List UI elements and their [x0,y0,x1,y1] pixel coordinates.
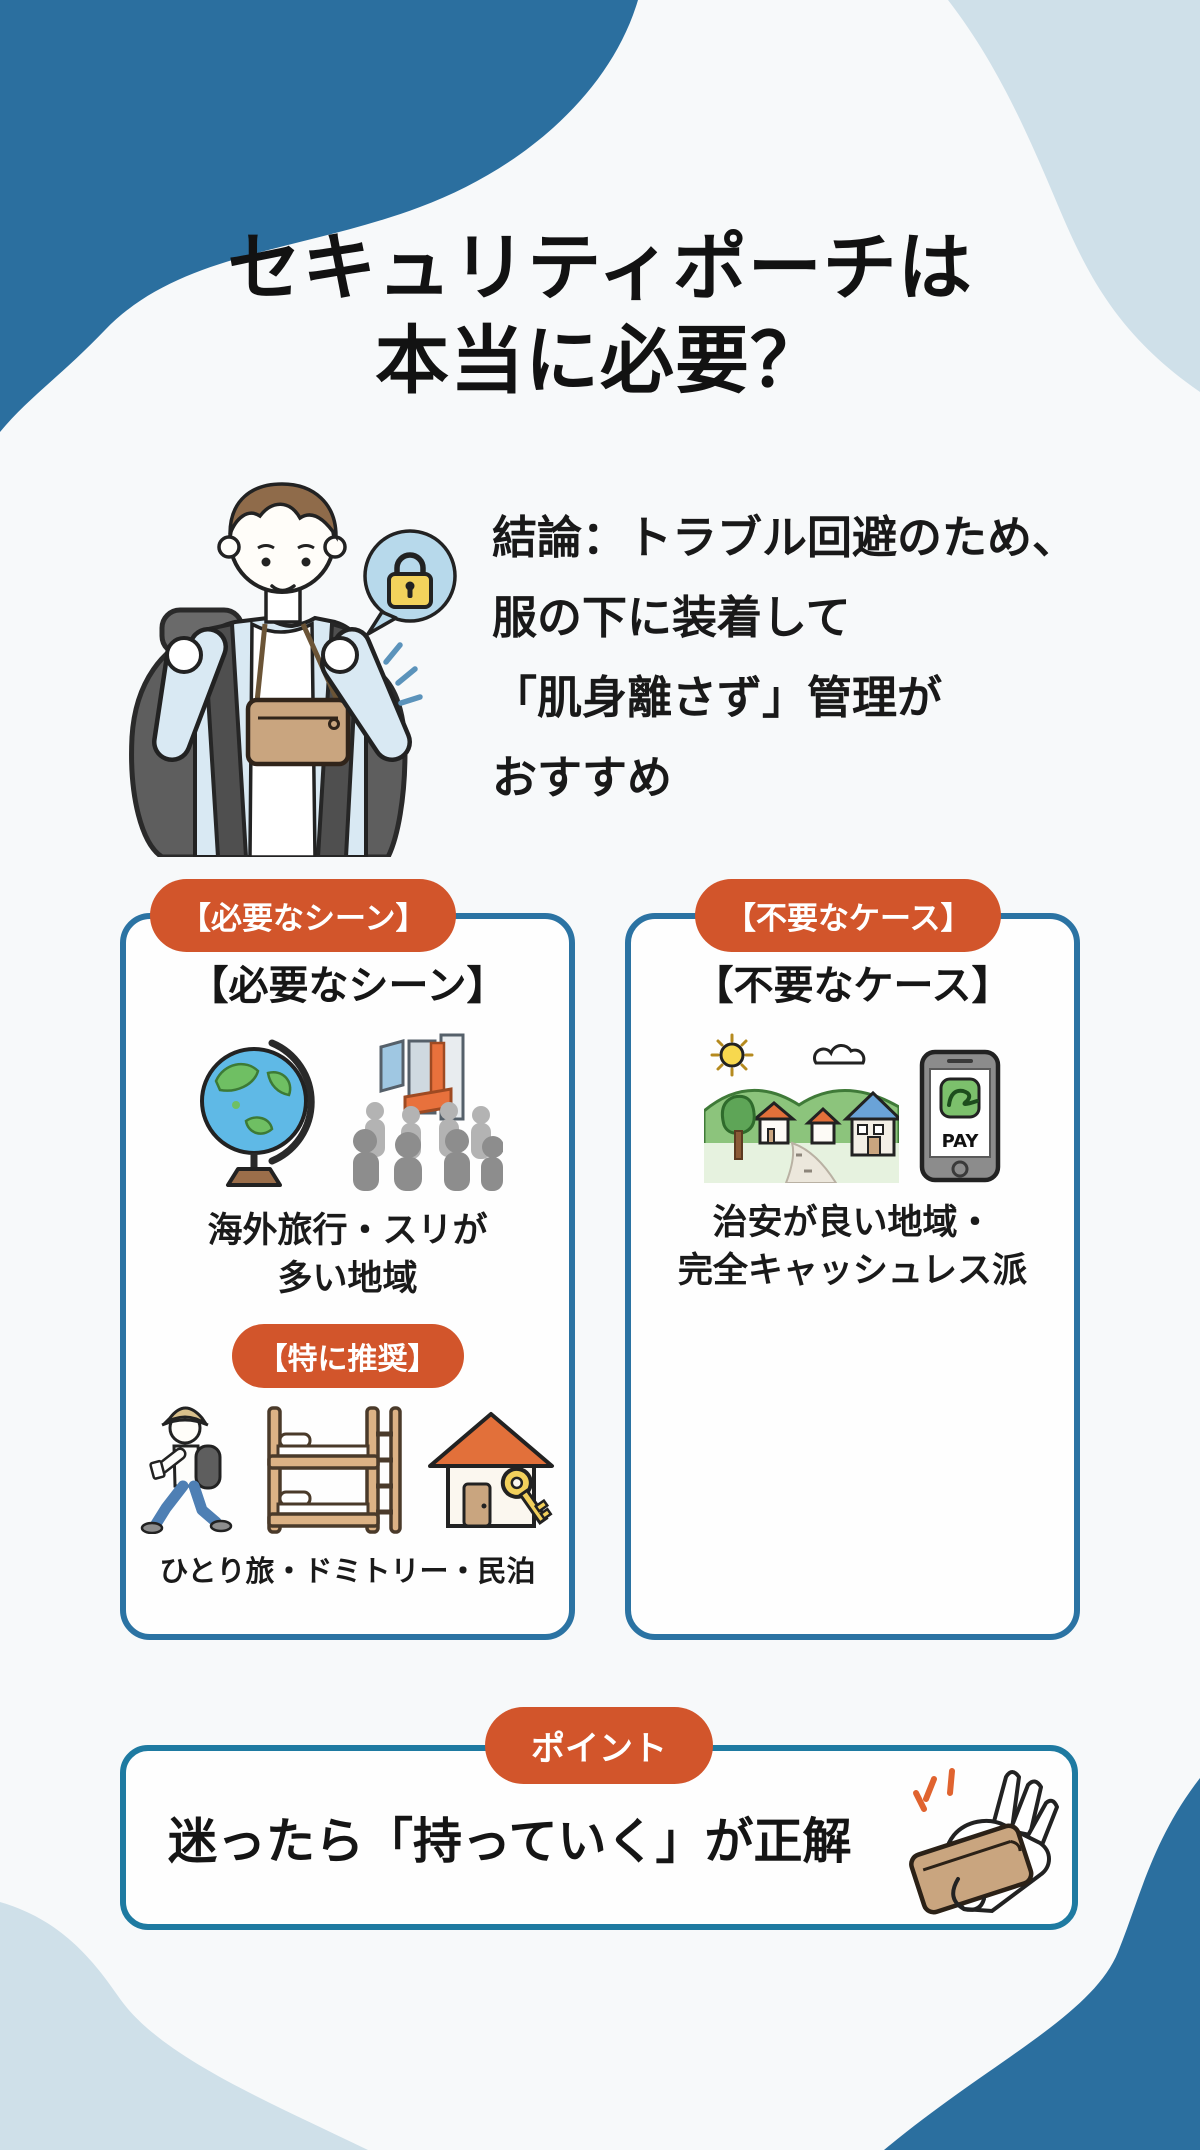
house-key-icon [427,1411,554,1528]
needed-scene1-text: 海外旅行・スリが 多い地域 [207,1211,488,1300]
cashless-phone-icon: PAY [919,1049,1001,1183]
point-text: 迷ったら「持っていく」が正解 [168,1813,852,1870]
page-title-line1: セキュリティポーチは [227,225,973,311]
wallet-in-hand-icon [909,1768,1059,1915]
blob-top-right [948,0,1200,392]
conclusion-line: 結論：トラブル回避のため、 [492,511,1078,564]
not-needed-text: 治安が良い地域・ 完全キャッシュレス派 [677,1203,1028,1292]
bunk-bed-icon [266,1405,402,1534]
needed-scenes-heading: 【必要なシーン】 [188,963,507,1009]
page-title-line2: 本当に必要？ [375,318,825,405]
conclusion-text: 結論：トラブル回避のため、 服の下に装着して 「肌身離さず」管理が おすすめ [492,498,1132,818]
page-title: セキュリティポーチは 本当に必要？ [0,222,1200,408]
lock-speech-bubble-icon [363,529,457,636]
not-needed-cases-badge: 【不要なケース】 [695,879,1002,952]
especially-recommended-badge: 【特に推奨】 [231,1323,464,1388]
traveler-with-security-pouch-icon [129,482,423,857]
crowd-icon [353,1033,503,1191]
pay-label: PAY [942,1131,980,1152]
conclusion-line: おすすめ [492,751,673,804]
point-box: ポイント 迷ったら「持っていく」が正解 [120,1707,1078,1930]
needed-scene2-text: ひとり旅・ドミトリー・民泊 [159,1553,536,1588]
conclusion-line: 服の下に装着して [492,591,851,644]
blob-bottom-left [0,1902,368,2150]
not-needed-cases-heading: 【不要なケース】 [693,963,1012,1009]
blob-bottom-right [884,1778,1200,2150]
needed-scenes-badge: 【必要なシーン】 [150,879,457,952]
solo-traveler-icon [140,1406,232,1534]
globe-icon [200,1039,315,1187]
needed-scenes-card: 【必要なシーン】 【必要なシーン】 [120,879,575,1640]
point-badge: ポイント [485,1707,713,1784]
blob-top-left [0,0,638,432]
not-needed-cases-card: 【不要なケース】 【不要なケース】 [625,879,1080,1640]
conclusion-line: 「肌身離さず」管理が [492,671,943,724]
safe-town-icon [704,1033,899,1183]
